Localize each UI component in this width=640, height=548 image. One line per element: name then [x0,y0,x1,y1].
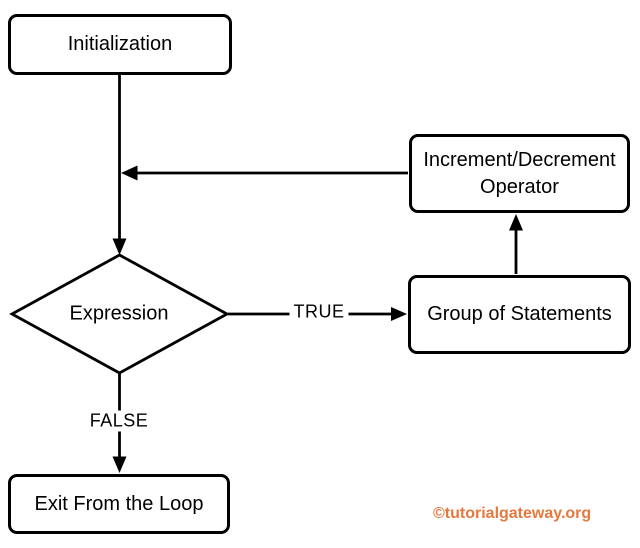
arrowhead-left-into-loop-line [121,165,138,181]
branch-label-false: FALSE [85,410,153,432]
node-increment-decrement-operator: Increment/Decrement Operator [409,134,630,213]
node-exit-from-loop: Exit From the Loop [8,474,230,534]
node-group-label: Group of Statements [427,303,612,325]
arrowhead-down-into-exit [112,456,127,473]
arrowhead-down-into-expression [112,238,127,255]
node-initialization: Initialization [8,14,232,75]
node-exit-label: Exit From the Loop [34,492,204,515]
arrowhead-right-into-group [391,307,407,321]
node-initialization-label: Initialization [67,33,173,55]
node-increment-label-line1: Increment/Decrement [423,148,616,171]
expression-diamond-label: Expression [69,302,169,325]
arrowhead-up-into-increment [509,214,523,231]
watermark-tutorialgateway: ©tutorialgateway.org [433,505,592,522]
node-increment-label-line2: Operator [480,175,559,198]
branch-label-true: TRUE [289,301,349,323]
node-group-of-statements: Group of Statements [408,275,631,354]
